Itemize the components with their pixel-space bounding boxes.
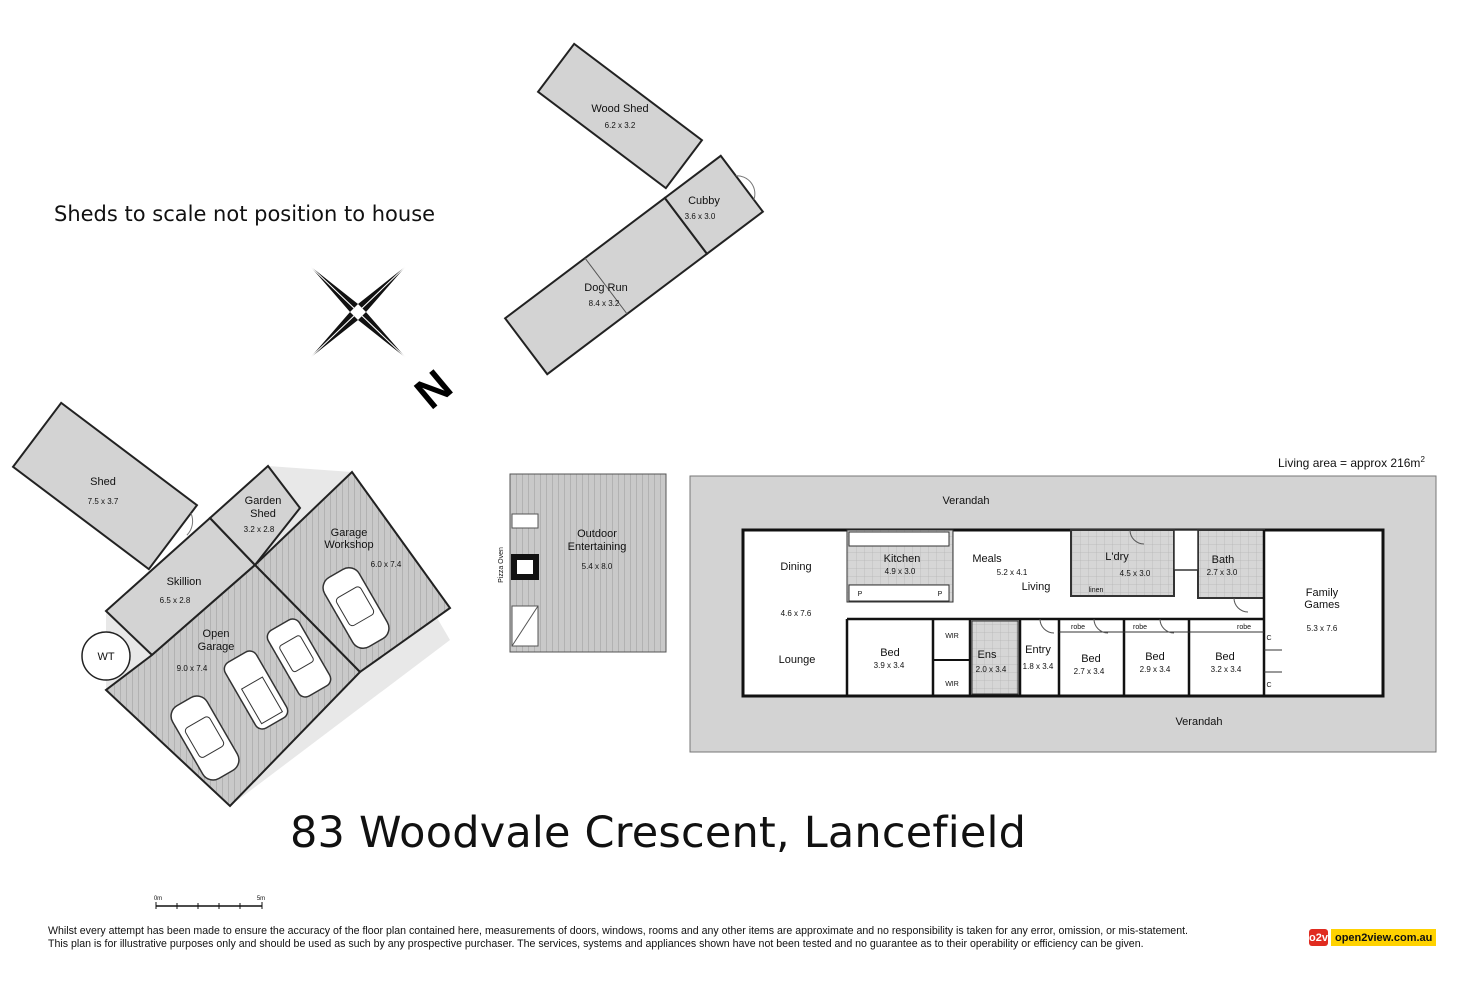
water-tank-label: WT <box>97 651 114 663</box>
wood-shed-label: Wood Shed <box>591 103 648 115</box>
bed-3-label: Bed <box>1145 651 1165 663</box>
property-address-title: 83 Woodvale Crescent, Lancefield <box>290 808 1027 858</box>
bed-4-label: Bed <box>1215 651 1235 663</box>
bed-2-dim: 2.7 x 3.4 <box>1074 667 1105 676</box>
entry-label: Entry <box>1025 644 1051 656</box>
robe-2-label: robe <box>1071 624 1085 631</box>
kitchen-dim: 4.9 x 3.0 <box>885 567 916 576</box>
garden-shed-label-1: Garden <box>245 495 282 507</box>
dining-label: Dining <box>780 561 811 573</box>
family-dim: 5.3 x 7.6 <box>1307 624 1338 633</box>
wood-shed-dim: 6.2 x 3.2 <box>605 121 636 130</box>
open2view-logo: o2v open2view.com.au <box>1309 928 1437 947</box>
robe-3-label: robe <box>1133 624 1147 631</box>
outdoor-entertaining-deck <box>509 473 667 653</box>
cubby-dim: 3.6 x 3.0 <box>685 212 716 221</box>
living-area-caption: Living area = approx 216m2 <box>1278 455 1425 470</box>
garage-complex <box>81 464 452 808</box>
wir-1-label: WIR <box>945 633 959 640</box>
pantry-1-label: P <box>858 591 863 598</box>
garden-shed-label-2: Shed <box>250 508 276 520</box>
bed-1-dim: 3.9 x 3.4 <box>874 661 905 670</box>
pantry-2-label: P <box>938 591 943 598</box>
scale-bar-end-label: 5m <box>257 896 265 902</box>
living-area-text: Living area = approx 216m <box>1278 456 1421 470</box>
garden-shed-dim: 3.2 x 2.8 <box>244 525 275 534</box>
ensuite-label: Ens <box>978 649 997 661</box>
meals-label: Meals <box>972 553 1002 565</box>
bed-2-label: Bed <box>1081 653 1101 665</box>
shed <box>11 401 199 571</box>
dog-run-enclosure <box>503 154 765 376</box>
living-area-unit: 2 <box>1420 455 1425 464</box>
sheds-note: Sheds to scale not position to house <box>54 202 436 226</box>
laundry-dim: 4.5 x 3.0 <box>1120 569 1151 578</box>
family-label-2: Games <box>1304 599 1340 611</box>
scale-bar-start-label: 0m <box>154 896 162 902</box>
open-garage-label-2: Garage <box>198 641 235 653</box>
compass-north-label: N <box>406 361 462 419</box>
cupboard-2-label: C <box>1266 682 1271 689</box>
wood-shed: Wood Shed 6.2 x 3.2 <box>536 42 704 190</box>
cupboard-1-label: C <box>1266 635 1271 642</box>
logo-text: open2view.com.au <box>1330 929 1437 946</box>
open-garage-dim: 9.0 x 7.4 <box>177 664 208 673</box>
lounge-label: Lounge <box>779 654 816 666</box>
kitchen-label: Kitchen <box>884 553 921 565</box>
house-floor-plan <box>689 475 1437 753</box>
dog-run-dim: 8.4 x 3.2 <box>589 299 620 308</box>
disclaimer: Whilst every attempt has been made to en… <box>48 925 1298 951</box>
outdoor-entertaining-label-1: Outdoor <box>577 528 617 540</box>
living-label: Living <box>1022 581 1051 593</box>
garage-workshop-label-1: Garage <box>331 527 368 539</box>
outdoor-entertaining-label-2: Entertaining <box>568 541 627 553</box>
outdoor-entertaining-dim: 5.4 x 8.0 <box>582 562 613 571</box>
bed-3-dim: 2.9 x 3.4 <box>1140 665 1171 674</box>
disclaimer-line-2: This plan is for illustrative purposes o… <box>48 938 1144 950</box>
linen-label: linen <box>1089 587 1104 594</box>
verandah-bottom-label: Verandah <box>1175 716 1222 728</box>
verandah-top-label: Verandah <box>942 495 989 507</box>
bath-label: Bath <box>1212 554 1235 566</box>
dog-run-label: Dog Run <box>584 282 627 294</box>
meals-dim: 5.2 x 4.1 <box>997 568 1028 577</box>
garage-workshop-label-2: Workshop <box>324 539 373 551</box>
garage-workshop-dim: 6.0 x 7.4 <box>371 560 402 569</box>
wir-2-label: WIR <box>945 681 959 688</box>
ensuite-dim: 2.0 x 3.4 <box>976 665 1007 674</box>
compass-rose-icon <box>309 265 407 359</box>
disclaimer-line-1: Whilst every attempt has been made to en… <box>48 925 1188 937</box>
skillion-label: Skillion <box>167 576 202 588</box>
laundry-label: L'dry <box>1105 551 1129 563</box>
shed-dim: 7.5 x 3.7 <box>88 497 119 506</box>
bed-1-label: Bed <box>880 647 900 659</box>
skillion-dim: 6.5 x 2.8 <box>160 596 191 605</box>
shed-label: Shed <box>90 476 116 488</box>
scale-bar <box>155 902 263 909</box>
bath-dim: 2.7 x 3.0 <box>1207 568 1238 577</box>
cubby-label: Cubby <box>688 195 720 207</box>
open-garage-label-1: Open <box>203 628 230 640</box>
entry-dim: 1.8 x 3.4 <box>1023 662 1054 671</box>
bed-4-dim: 3.2 x 3.4 <box>1211 665 1242 674</box>
family-label-1: Family <box>1306 587 1339 599</box>
pizza-oven-label: Pizza Oven <box>498 547 505 583</box>
robe-4-label: robe <box>1237 624 1251 631</box>
logo-mark-icon: o2v <box>1309 929 1328 946</box>
dining-dim: 4.6 x 7.6 <box>781 609 812 618</box>
